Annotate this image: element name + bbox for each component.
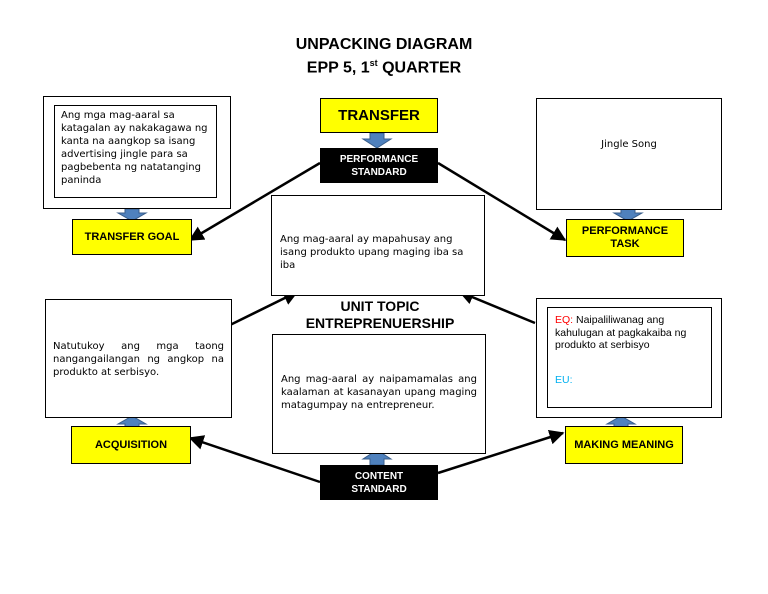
arrow-content-standard-to-acquisition [188,435,321,484]
transfer-label: TRANSFER [338,107,420,124]
title-line-1: UNPACKING DIAGRAM [295,36,473,53]
content-standard-text: Ang mag-aaral ay naipamamalas ang kaalam… [281,374,477,411]
unit-topic-line-2: ENTREPRENUERSHIP [305,315,455,331]
making-meaning-text-box: EQ: Naipaliliwanag ang kahulugan at pagk… [547,307,712,408]
title-line-2-end: QUARTER [377,59,462,77]
block-arrow-down-transfer-goal [116,208,148,222]
performance-standard-text: Ang mag-aaral ay mapahusay ang isang pro… [280,234,464,271]
eu-label: EU: [555,373,573,386]
arrow-perf-standard-to-performance-task [437,161,567,242]
eq-text: Naipaliliwanag ang kahulugan at pagkakai… [555,314,687,351]
transfer-goal-label-box: TRANSFER GOAL [72,219,192,255]
essential-question: EQ: Naipaliliwanag ang kahulugan at pagk… [555,314,704,352]
transfer-goal-label: TRANSFER GOAL [84,230,180,243]
acquisition-text: Natutukoy ang mga taong nangangailangan … [53,341,224,378]
making-meaning-label-box: MAKING MEANING [565,426,683,464]
acquisition-label: ACQUISITION [94,438,168,451]
arrow-content-standard-to-making-meaning [437,429,565,475]
transfer-label-box: TRANSFER [320,98,438,133]
title-line-2: EPP 5, 1st QUARTER [0,54,768,77]
content-standard-line-2: STANDARD [351,483,407,495]
acquisition-text-box: Natutukoy ang mga taong nangangailangan … [45,299,232,418]
arrow-perf-standard-to-transfer-goal [188,161,321,242]
eq-label: EQ: [555,314,574,326]
content-standard-line-1: CONTENT [354,470,404,482]
performance-standard-line-1: PERFORMANCE [339,153,419,165]
arrow-making-meaning-to-performance-standard [458,290,536,325]
performance-task-label-line-1: PERFORMANCE [581,225,669,237]
title-line-2-main: EPP 5, 1 [306,59,370,77]
block-arrow-up-content-standard [361,449,393,466]
performance-task-text-box: Jingle Song [536,98,722,210]
diagram-title: UNPACKING DIAGRAM EPP 5, 1st QUARTER [0,36,768,77]
performance-standard-text-box: Ang mag-aaral ay mapahusay ang isang pro… [271,195,485,296]
making-meaning-label: MAKING MEANING [574,438,674,451]
arrow-acquisition-to-performance-standard [229,290,299,327]
title-superscript: st [369,58,378,68]
block-arrow-down-transfer [361,132,393,149]
transfer-goal-text-box: Ang mga mag-aaral sa katagalan ay nakaka… [54,105,217,198]
unit-topic: UNIT TOPIC ENTREPRENUERSHIP [271,298,489,332]
content-standard-text-box: Ang mag-aaral ay naipamamalas ang kaalam… [272,334,486,454]
transfer-goal-text: Ang mga mag-aaral sa katagalan ay nakaka… [61,110,208,186]
performance-task-text: Jingle Song [601,138,657,150]
acquisition-label-box: ACQUISITION [71,426,191,464]
performance-standard-line-2: STANDARD [351,166,407,178]
unit-topic-line-1: UNIT TOPIC [340,298,420,314]
performance-task-label-line-2: TASK [610,238,640,250]
